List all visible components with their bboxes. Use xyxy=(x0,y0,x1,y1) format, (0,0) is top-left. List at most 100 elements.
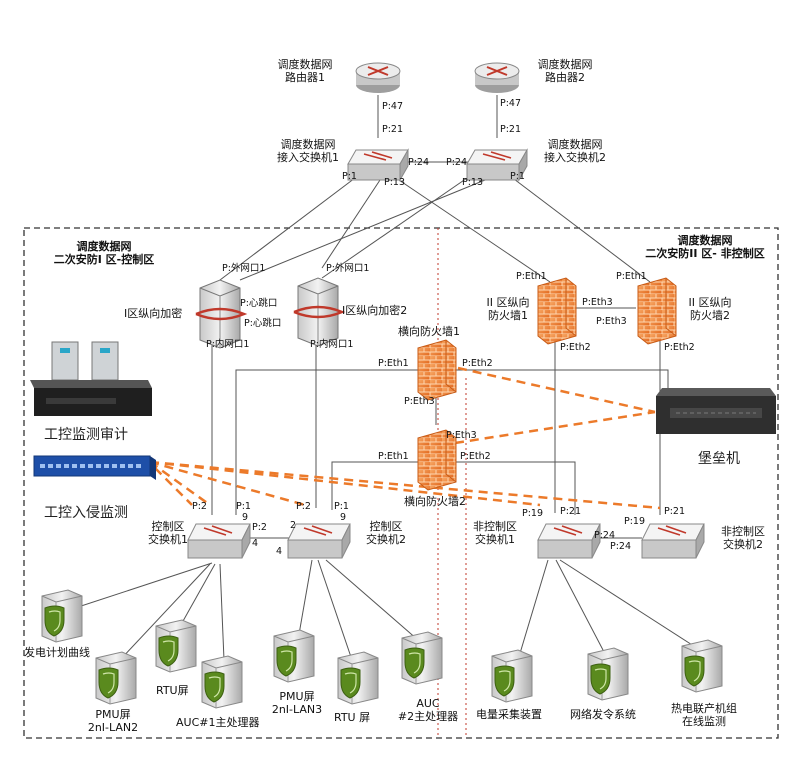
port-label: P:1 xyxy=(510,171,525,182)
port-label: P:19 xyxy=(624,516,646,527)
access-switch-1 xyxy=(347,148,409,182)
label-line: 控制区 xyxy=(151,520,185,533)
server-heat-label: 热电联产机组 在线监测 xyxy=(664,702,744,728)
port-label: P:47 xyxy=(382,101,404,112)
port-label: P:21 xyxy=(560,506,582,517)
port-label: 2 xyxy=(290,520,297,531)
control-switch-2-label: 控制区 交换机2 xyxy=(356,520,416,546)
port-label: 9 xyxy=(340,512,347,523)
label-line: 调度数据网 xyxy=(537,58,593,71)
server-pmu1-icon xyxy=(95,651,137,705)
encryption-1-label: I区纵向加密 xyxy=(124,307,183,320)
firewall-h1-label: 横向防火墙1 xyxy=(398,325,460,338)
encryption-device-1 xyxy=(195,279,248,349)
port-label: P:Eth3 xyxy=(446,430,477,441)
port-label: P:47 xyxy=(500,98,522,109)
label-line: 调度数据网 xyxy=(277,58,333,71)
zone-title-line: 二次安防I 区-控制区 xyxy=(53,253,155,266)
label-line: II 区纵向 xyxy=(486,296,530,309)
label-line: 接入交换机1 xyxy=(277,151,339,164)
port-label: P:Eth2 xyxy=(664,342,695,353)
firewall-horizontal-1 xyxy=(417,339,457,401)
server-net-label: 网络发令系统 xyxy=(570,708,636,721)
port-label: P:1 xyxy=(334,501,349,512)
control-switch-1 xyxy=(187,523,251,559)
label-line: 热电联产机组 xyxy=(671,702,737,715)
port-label: P:内网口1 xyxy=(310,339,354,350)
server-rtu1-label: RTU屏 xyxy=(156,684,189,697)
port-label: P:24 xyxy=(446,157,468,168)
server-pmu1-label: PMU屏 2nI-LAN2 xyxy=(78,708,148,734)
port-label: P:Eth2 xyxy=(460,451,491,462)
noncontrol-switch-1 xyxy=(537,523,601,559)
label-line: 2nI-LAN2 xyxy=(87,721,139,734)
label-line: 在线监测 xyxy=(682,715,726,728)
port-label: P:13 xyxy=(462,177,484,188)
server-rtu2-label: RTU 屏 xyxy=(334,711,371,724)
port-label: P:心跳口 xyxy=(240,298,278,309)
ids-label: 工控入侵监测 xyxy=(44,505,128,521)
server-meter-label: 电量采集装置 xyxy=(476,708,542,721)
label-line: 控制区 xyxy=(369,520,403,533)
server-auc2-icon xyxy=(401,631,443,685)
access-switch-2 xyxy=(466,148,528,182)
label-line: 非控制区 xyxy=(721,525,765,538)
firewall-h2-label: 横向防火墙2 xyxy=(404,495,466,508)
server-net-icon xyxy=(587,647,629,701)
label-line: 交换机2 xyxy=(723,538,763,551)
server-heat-icon xyxy=(681,639,723,693)
port-label: P:Eth3 xyxy=(596,316,627,327)
port-label: P:24 xyxy=(594,530,616,541)
port-label: 4 xyxy=(276,546,283,557)
server-auc2-label: AUC #2主处理器 xyxy=(390,697,466,723)
port-label: P:Eth1 xyxy=(616,271,647,282)
firewall-ii-1-label: II 区纵向 防火墙1 xyxy=(478,296,538,322)
noncontrol-switch-2-label: 非控制区 交换机2 xyxy=(710,525,776,551)
port-label: P:24 xyxy=(408,157,430,168)
label-line: AUC xyxy=(416,697,440,710)
port-label: 9 xyxy=(242,512,249,523)
port-label: P:外网口1 xyxy=(222,263,266,274)
label-line: 路由器1 xyxy=(285,71,325,84)
server-pmu2-icon xyxy=(273,629,315,683)
firewall-ii-1 xyxy=(537,277,577,345)
label-line: 2nI-LAN3 xyxy=(271,703,323,716)
noncontrol-switch-1-label: 非控制区 交换机1 xyxy=(462,520,528,546)
zone-title-line: 调度数据网 xyxy=(677,234,733,247)
port-label: P:1 xyxy=(342,171,357,182)
access-switch-1-label: 调度数据网 接入交换机1 xyxy=(268,138,348,164)
server-gen-icon xyxy=(41,589,83,643)
label-line: 交换机1 xyxy=(148,533,188,546)
encryption-2-label: I区纵向加密2 xyxy=(342,304,408,317)
port-label: P:21 xyxy=(500,124,522,135)
servers xyxy=(41,589,723,709)
ids-device xyxy=(33,455,156,480)
label-line: PMU屏 xyxy=(95,708,131,721)
server-rtu2-icon xyxy=(337,651,379,705)
firewall-ii-2 xyxy=(637,277,677,345)
zone-title-line: 二次安防II 区- 非控制区 xyxy=(645,247,765,260)
label-line: 交换机1 xyxy=(475,533,515,546)
port-label: P:内网口1 xyxy=(206,339,250,350)
port-label: P:24 xyxy=(610,541,632,552)
port-label: P:2 xyxy=(296,501,311,512)
port-label: P:外网口1 xyxy=(326,263,370,274)
zone-title-noncontrol: 调度数据网 二次安防II 区- 非控制区 xyxy=(630,234,780,260)
router-2 xyxy=(474,62,520,93)
label-line: 调度数据网 xyxy=(280,138,336,151)
port-label: P:13 xyxy=(384,177,406,188)
port-label: P:21 xyxy=(382,124,404,135)
port-label: P:Eth2 xyxy=(560,342,591,353)
server-rtu1-icon xyxy=(155,619,197,673)
port-label: 4 xyxy=(252,538,259,549)
port-label: P:19 xyxy=(522,508,544,519)
port-label: P:Eth1 xyxy=(378,358,409,369)
port-label: P:Eth2 xyxy=(462,358,493,369)
zone-title-control: 调度数据网 二次安防I 区-控制区 xyxy=(40,240,168,266)
audit-label: 工控监测审计 xyxy=(44,427,128,443)
label-line: 调度数据网 xyxy=(547,138,603,151)
router-1 xyxy=(355,62,401,93)
bastion-label: 堡垒机 xyxy=(698,451,740,467)
